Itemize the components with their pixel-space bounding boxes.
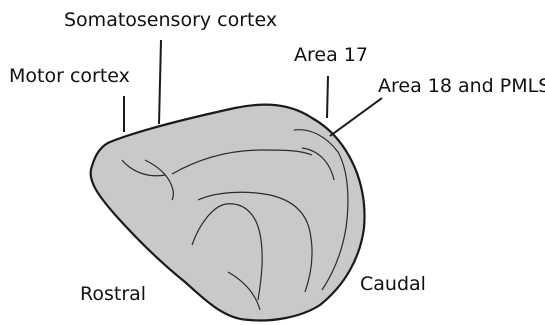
rostral-label: Rostral [80, 285, 146, 304]
area-18-pmls-label: Area 18 and PMLS [378, 77, 545, 96]
motor-cortex-label: Motor cortex [9, 67, 130, 86]
caudal-label: Caudal [360, 275, 426, 294]
somatosensory-cortex-label: Somatosensory cortex [64, 11, 277, 30]
leader-area-17 [327, 76, 328, 118]
area-17-label: Area 17 [294, 46, 368, 65]
leader-area-18 [330, 98, 382, 136]
leader-somatosensory-cortex [159, 40, 161, 124]
